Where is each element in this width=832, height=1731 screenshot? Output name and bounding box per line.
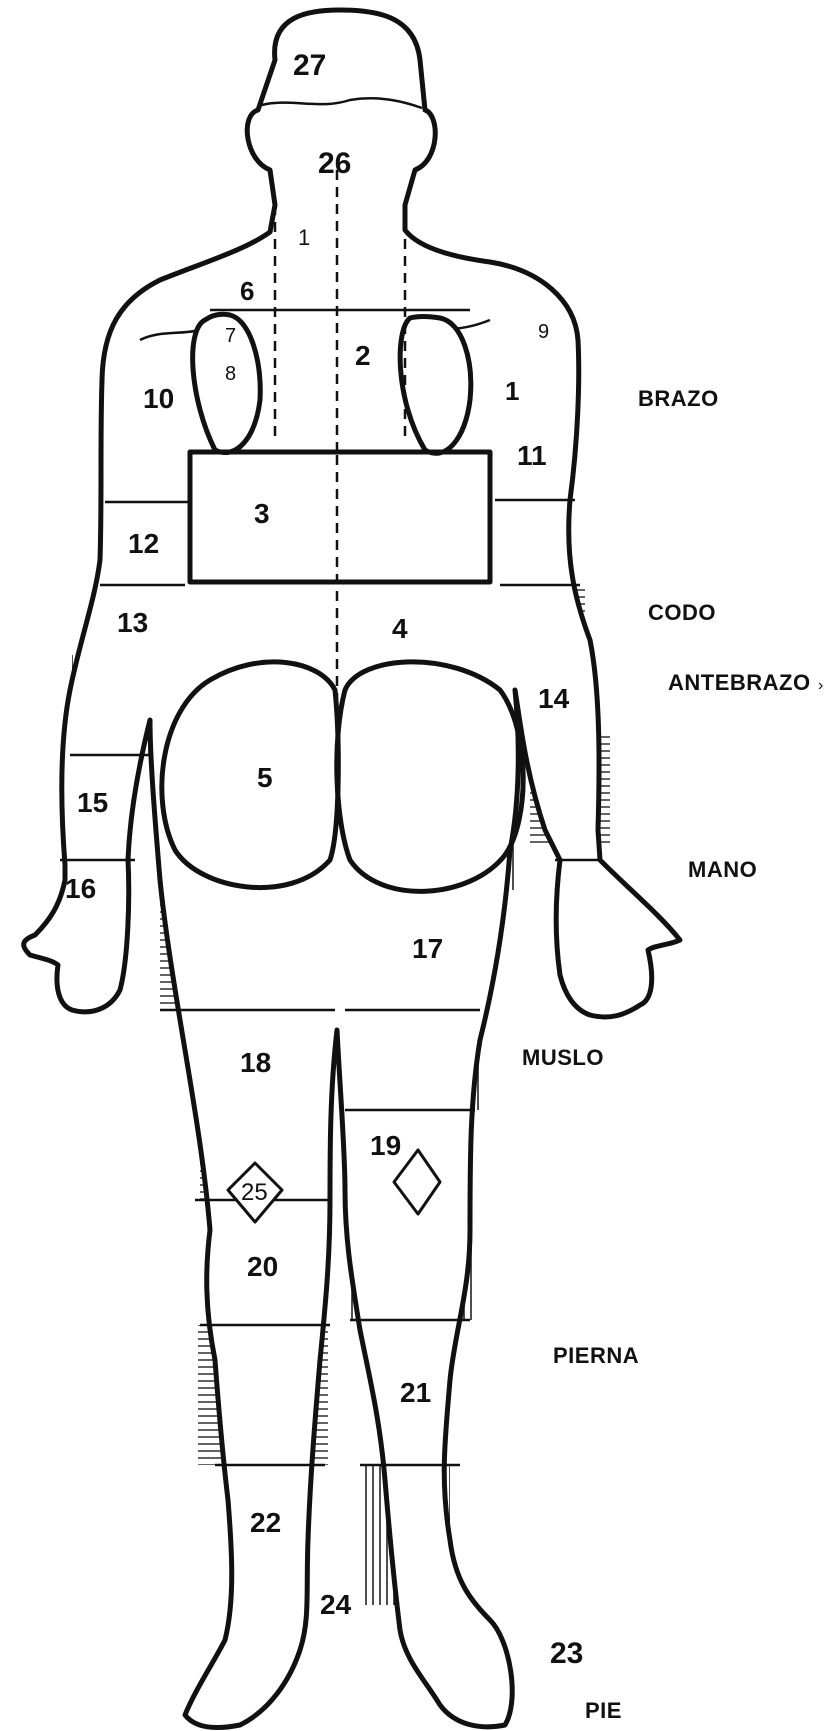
region-7: 7 bbox=[225, 325, 236, 347]
region-12: 12 bbox=[128, 528, 159, 559]
region-17: 17 bbox=[412, 933, 443, 964]
region-23: 23 bbox=[550, 1637, 583, 1670]
region-15: 15 bbox=[77, 787, 108, 818]
region-20: 20 bbox=[247, 1251, 278, 1282]
head-outline bbox=[24, 10, 680, 1728]
label-pierna: PIERNA bbox=[553, 1343, 639, 1368]
region-19: 19 bbox=[370, 1130, 401, 1161]
region-13: 13 bbox=[117, 607, 148, 638]
label-muslo: MUSLO bbox=[522, 1045, 604, 1070]
region-10: 10 bbox=[143, 383, 174, 414]
region-5: 5 bbox=[257, 762, 273, 793]
region-3: 3 bbox=[254, 498, 270, 529]
region-24: 24 bbox=[320, 1589, 352, 1620]
region-2: 2 bbox=[355, 340, 371, 371]
region-25: 25 bbox=[241, 1179, 268, 1206]
label-brazo: BRAZO bbox=[638, 386, 719, 411]
region-16: 16 bbox=[65, 873, 96, 904]
label-antebrazo-mark: › bbox=[818, 677, 824, 694]
region-8: 8 bbox=[225, 363, 236, 385]
region-22: 22 bbox=[250, 1507, 281, 1538]
region-1-arm: 1 bbox=[505, 376, 519, 406]
region-21: 21 bbox=[400, 1377, 431, 1408]
body-outline bbox=[24, 10, 680, 1728]
region-11: 11 bbox=[517, 440, 547, 471]
region-27: 27 bbox=[293, 49, 326, 82]
label-pie: PIE bbox=[585, 1698, 622, 1723]
label-antebrazo: ANTEBRAZO bbox=[668, 670, 811, 695]
region-9: 9 bbox=[538, 321, 549, 343]
label-mano: MANO bbox=[688, 857, 757, 882]
region-18: 18 bbox=[240, 1047, 271, 1078]
region-26: 26 bbox=[318, 147, 351, 180]
label-codo: CODO bbox=[648, 600, 716, 625]
region-4: 4 bbox=[392, 613, 408, 644]
region-1-neck: 1 bbox=[298, 225, 310, 250]
region-14: 14 bbox=[538, 683, 570, 714]
region-6: 6 bbox=[240, 276, 254, 306]
left-buttock bbox=[162, 662, 338, 888]
